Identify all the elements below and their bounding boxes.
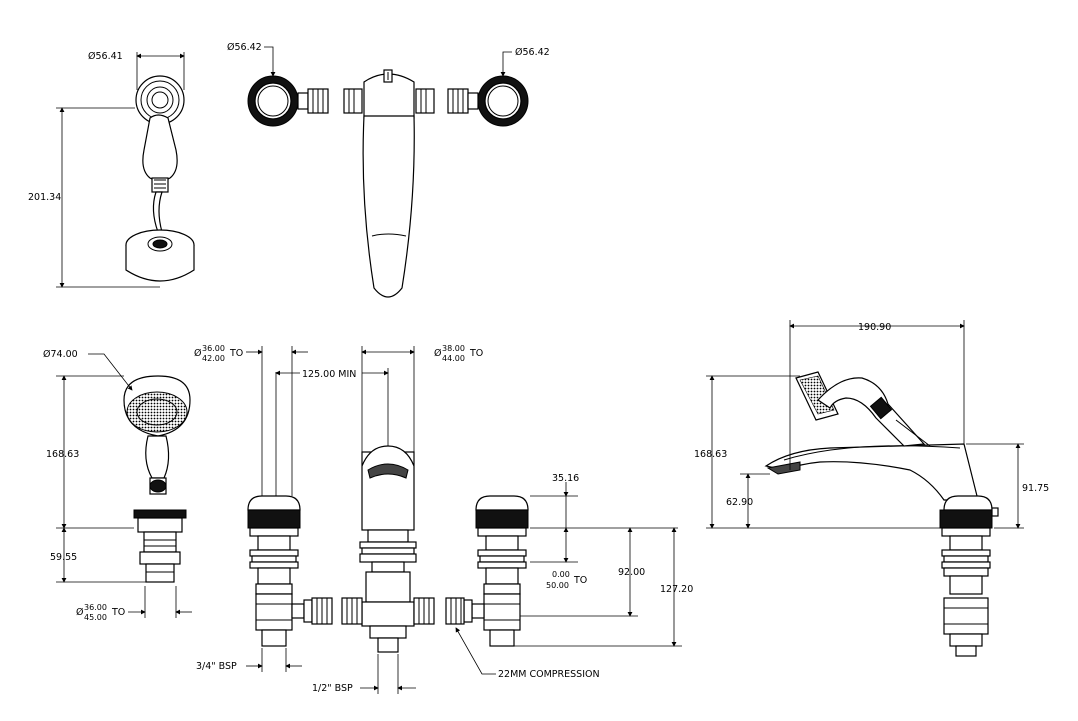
top-handset-dia-label: Ø56.41: [88, 51, 123, 62]
front-elevation-view: Ø 36.00 42.00 TO Ø 38.00 44.00 TO 125.00…: [194, 344, 693, 694]
spout-dia-bottom: 44.00: [442, 354, 465, 363]
handset-front-height-label: 168.63: [46, 449, 79, 460]
bsp-34-label: 3/4" BSP: [196, 661, 237, 672]
handset-base-dia-bottom: 45.00: [84, 613, 107, 622]
valve-dia-top: 36.00: [202, 344, 225, 353]
spout-dia-top: 38.00: [442, 344, 465, 353]
spout-dia-symbol: Ø: [434, 348, 441, 359]
height-92-label: 92.00: [618, 567, 645, 578]
valve-dia-bottom: 42.00: [202, 354, 225, 363]
handset-base-dia-symbol: Ø: [76, 607, 83, 618]
side-reach-label: 190.90: [858, 322, 891, 333]
top-plan-view: Ø56.42 Ø56.42: [227, 42, 550, 298]
shower-head-dia-label: Ø74.00: [43, 349, 78, 360]
bsp-12-label: 1/2" BSP: [312, 683, 353, 694]
top-handle-left-dia-label: Ø56.42: [227, 42, 262, 53]
handset-base-to: TO: [111, 607, 125, 618]
compression-label: 22MM COMPRESSION: [498, 669, 600, 680]
spout-to: TO: [469, 348, 483, 359]
valve-to: TO: [229, 348, 243, 359]
adjust-bottom-label: 50.00: [546, 581, 569, 590]
valve-dia-symbol: Ø: [194, 348, 201, 359]
side-body-height-label: 91.75: [1022, 483, 1049, 494]
side-elevation-view: 190.90 168.63 62.90 91.75: [694, 320, 1049, 657]
top-handle-right-dia-label: Ø56.42: [515, 47, 550, 58]
height-127-label: 127.20: [660, 584, 693, 595]
centers-min-label: 125.00 MIN: [302, 369, 356, 380]
top-handset-view: Ø56.41 201.34: [28, 51, 195, 288]
handset-front-view: Ø74.00 168.63 59.55 Ø 36.00 45.00 TO: [43, 349, 192, 622]
side-height-label: 168.63: [694, 449, 727, 460]
handset-base-dia-top: 36.00: [84, 603, 107, 612]
adjust-to-label: TO: [573, 575, 587, 586]
side-spout-height-label: 62.90: [726, 497, 753, 508]
adjust-top-label: 0.00: [552, 570, 570, 579]
handset-base-height-label: 59.55: [50, 552, 77, 563]
handle-height-label: 35.16: [552, 473, 579, 484]
handset-height-label: 201.34: [28, 192, 61, 203]
